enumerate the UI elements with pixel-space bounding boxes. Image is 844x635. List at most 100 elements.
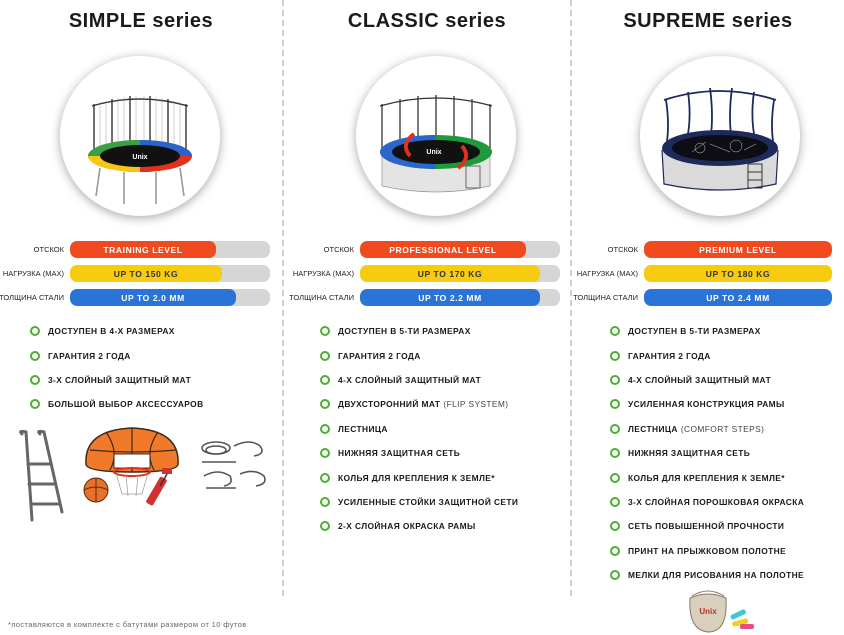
feature-item: 3-Х СЛОЙНЫЙ ЗАЩИТНЫЙ МАТ <box>30 368 204 392</box>
bar-text: UP TO 2.2 MM <box>418 292 482 303</box>
feature-item: 3-Х СЛОЙНАЯ ПОРОШКОВАЯ ОКРАСКА <box>610 490 804 514</box>
classic-trampoline-image: Unix <box>356 56 516 216</box>
bullet-icon <box>610 448 620 459</box>
bullet-icon <box>610 570 620 581</box>
metric-label-thickness: ТОЛЩИНА СТАЛИ <box>573 293 638 302</box>
metric-label-bounce: ОТСКОК <box>33 245 64 254</box>
basketball-hoop-icon <box>83 427 179 503</box>
bar-text: UP TO 170 KG <box>417 268 483 279</box>
load-metric: НАГРУЗКА (MAX) UP TO 170 KG <box>293 265 560 282</box>
pump-icon <box>146 468 172 506</box>
thickness-metric: ТОЛЩИНА СТАЛИ UP TO 2.4 MM <box>573 289 832 306</box>
bullet-icon <box>610 350 620 361</box>
bar-track: PREMIUM LEVEL <box>644 241 832 258</box>
feature-item: УСИЛЕННЫЕ СТОЙКИ ЗАЩИТНОЙ СЕТИ <box>320 490 518 514</box>
feature-item: ДВУХСТОРОННИЙ МАТ(FLIP SYSTEM) <box>320 392 518 416</box>
metric-label-bounce: ОТСКОК <box>323 245 354 254</box>
load-bar: UP TO 150 KG <box>70 265 222 282</box>
bullet-icon <box>30 399 40 410</box>
feature-item: ЛЕСТНИЦА <box>320 417 518 441</box>
feature-text: КОЛЬЯ ДЛЯ КРЕПЛЕНИЯ К ЗЕМЛЕ* <box>628 472 785 483</box>
feature-list: ДОСТУПЕН В 5-ТИ РАЗМЕРАХ ГАРАНТИЯ 2 ГОДА… <box>320 319 518 539</box>
bounce-bar: PREMIUM LEVEL <box>644 241 832 258</box>
bar-track: UP TO 150 KG <box>70 265 270 282</box>
feature-text: УСИЛЕННАЯ КОНСТРУКЦИЯ РАМЫ <box>628 399 785 410</box>
feature-item: МЕЛКИ ДЛЯ РИСОВАНИЯ НА ПОЛОТНЕ <box>610 563 804 587</box>
feature-item: 4-Х СЛОЙНЫЙ ЗАЩИТНЫЙ МАТ <box>320 368 518 392</box>
feature-item: ДОСТУПЕН В 5-ТИ РАЗМЕРАХ <box>610 319 804 343</box>
bullet-icon <box>320 350 330 361</box>
feature-text: ГАРАНТИЯ 2 ГОДА <box>338 350 421 361</box>
feature-text: ПРИНТ НА ПРЫЖКОВОМ ПОЛОТНЕ <box>628 545 787 556</box>
feature-item: НИЖНЯЯ ЗАЩИТНАЯ СЕТЬ <box>320 441 518 465</box>
feature-item: ГАРАНТИЯ 2 ГОДА <box>320 343 518 367</box>
bullet-icon <box>30 326 40 337</box>
thickness-bar: UP TO 2.0 MM <box>70 289 236 306</box>
metric-label-load: НАГРУЗКА (MAX) <box>576 269 638 278</box>
load-bar: UP TO 180 KG <box>644 265 832 282</box>
bullet-icon <box>320 326 330 337</box>
feature-item: ГАРАНТИЯ 2 ГОДА <box>30 343 204 367</box>
bounce-metric: ОТСКОК TRAINING LEVEL <box>34 241 270 258</box>
feature-item: СЕТЬ ПОВЫШЕННОЙ ПРОЧНОСТИ <box>610 514 804 538</box>
svg-text:Unix: Unix <box>426 149 441 156</box>
feature-list: ДОСТУПЕН В 5-ТИ РАЗМЕРАХ ГАРАНТИЯ 2 ГОДА… <box>610 319 804 587</box>
feature-text: ГАРАНТИЯ 2 ГОДА <box>628 350 711 361</box>
footnote: *поставляются в комплекте с батутами раз… <box>8 620 247 629</box>
feature-item: 2-Х СЛОЙНАЯ ОКРАСКА РАМЫ <box>320 514 518 538</box>
bullet-icon <box>30 350 40 361</box>
feature-text: ДВУХСТОРОННИЙ МАТ <box>338 399 441 410</box>
thickness-bar: UP TO 2.4 MM <box>644 289 832 306</box>
bullet-icon <box>610 374 620 385</box>
simple-trampoline-image: Unix <box>60 56 220 216</box>
bullet-icon <box>610 472 620 483</box>
feature-item: БОЛЬШОЙ ВЫБОР АКСЕССУАРОВ <box>30 392 204 416</box>
load-metric: НАГРУЗКА (MAX) UP TO 150 KG <box>3 265 270 282</box>
metric-label-thickness: ТОЛЩИНА СТАЛИ <box>289 293 354 302</box>
anchor-stakes-icon <box>201 441 266 489</box>
feature-text: ЛЕСТНИЦА <box>628 423 678 434</box>
bullet-icon <box>320 423 330 434</box>
bullet-icon <box>320 472 330 483</box>
feature-text: ДОСТУПЕН В 5-ТИ РАЗМЕРАХ <box>628 326 761 337</box>
bullet-icon <box>320 521 330 532</box>
series-title: SIMPLE series <box>68 10 214 32</box>
bar-text: PREMIUM LEVEL <box>699 244 777 255</box>
feature-item: ПРИНТ НА ПРЫЖКОВОМ ПОЛОТНЕ <box>610 539 804 563</box>
bounce-metric: ОТСКОК PREMIUM LEVEL <box>608 241 832 258</box>
bounce-bar: TRAINING LEVEL <box>70 241 216 258</box>
feature-text: БОЛЬШОЙ ВЫБОР АКСЕССУАРОВ <box>48 399 204 410</box>
thickness-metric: ТОЛЩИНА СТАЛИ UP TO 2.0 MM <box>0 289 270 306</box>
feature-item: НИЖНЯЯ ЗАЩИТНАЯ СЕТЬ <box>610 441 804 465</box>
bullet-icon <box>610 545 620 556</box>
bullet-icon <box>610 326 620 337</box>
feature-text: 3-Х СЛОЙНАЯ ПОРОШКОВАЯ ОКРАСКА <box>628 496 805 507</box>
feature-item: КОЛЬЯ ДЛЯ КРЕПЛЕНИЯ К ЗЕМЛЕ* <box>320 465 518 489</box>
bar-track: UP TO 180 KG <box>644 265 832 282</box>
bar-text: TRAINING LEVEL <box>103 244 183 255</box>
column-divider <box>570 0 572 596</box>
feature-text: 4-Х СЛОЙНЫЙ ЗАЩИТНЫЙ МАТ <box>628 374 772 385</box>
bar-text: UP TO 180 KG <box>705 268 771 279</box>
bar-track: UP TO 2.2 MM <box>360 289 560 306</box>
bullet-icon <box>320 374 330 385</box>
bar-track: PROFESSIONAL LEVEL <box>360 241 560 258</box>
series-title: CLASSIC series <box>347 10 507 32</box>
feature-text: ДОСТУПЕН В 4-Х РАЗМЕРАХ <box>48 326 175 337</box>
bar-text: UP TO 2.0 MM <box>121 292 185 303</box>
feature-item: УСИЛЕННАЯ КОНСТРУКЦИЯ РАМЫ <box>610 392 804 416</box>
bullet-icon <box>320 448 330 459</box>
bar-text: PROFESSIONAL LEVEL <box>389 244 497 255</box>
feature-text: НИЖНЯЯ ЗАЩИТНАЯ СЕТЬ <box>338 448 461 459</box>
feature-item: ГАРАНТИЯ 2 ГОДА <box>610 343 804 367</box>
supreme-trampoline-image <box>640 56 800 216</box>
metric-label-load: НАГРУЗКА (MAX) <box>292 269 354 278</box>
bar-track: UP TO 2.0 MM <box>70 289 270 306</box>
bullet-icon <box>30 374 40 385</box>
feature-list: ДОСТУПЕН В 4-Х РАЗМЕРАХ ГАРАНТИЯ 2 ГОДА … <box>30 319 204 417</box>
feature-note: (FLIP SYSTEM) <box>443 399 509 410</box>
metric-label-load: НАГРУЗКА (MAX) <box>2 269 64 278</box>
bullet-icon <box>610 521 620 532</box>
feature-item: 4-Х СЛОЙНЫЙ ЗАЩИТНЫЙ МАТ <box>610 368 804 392</box>
bounce-metric: ОТСКОК PROFESSIONAL LEVEL <box>324 241 560 258</box>
